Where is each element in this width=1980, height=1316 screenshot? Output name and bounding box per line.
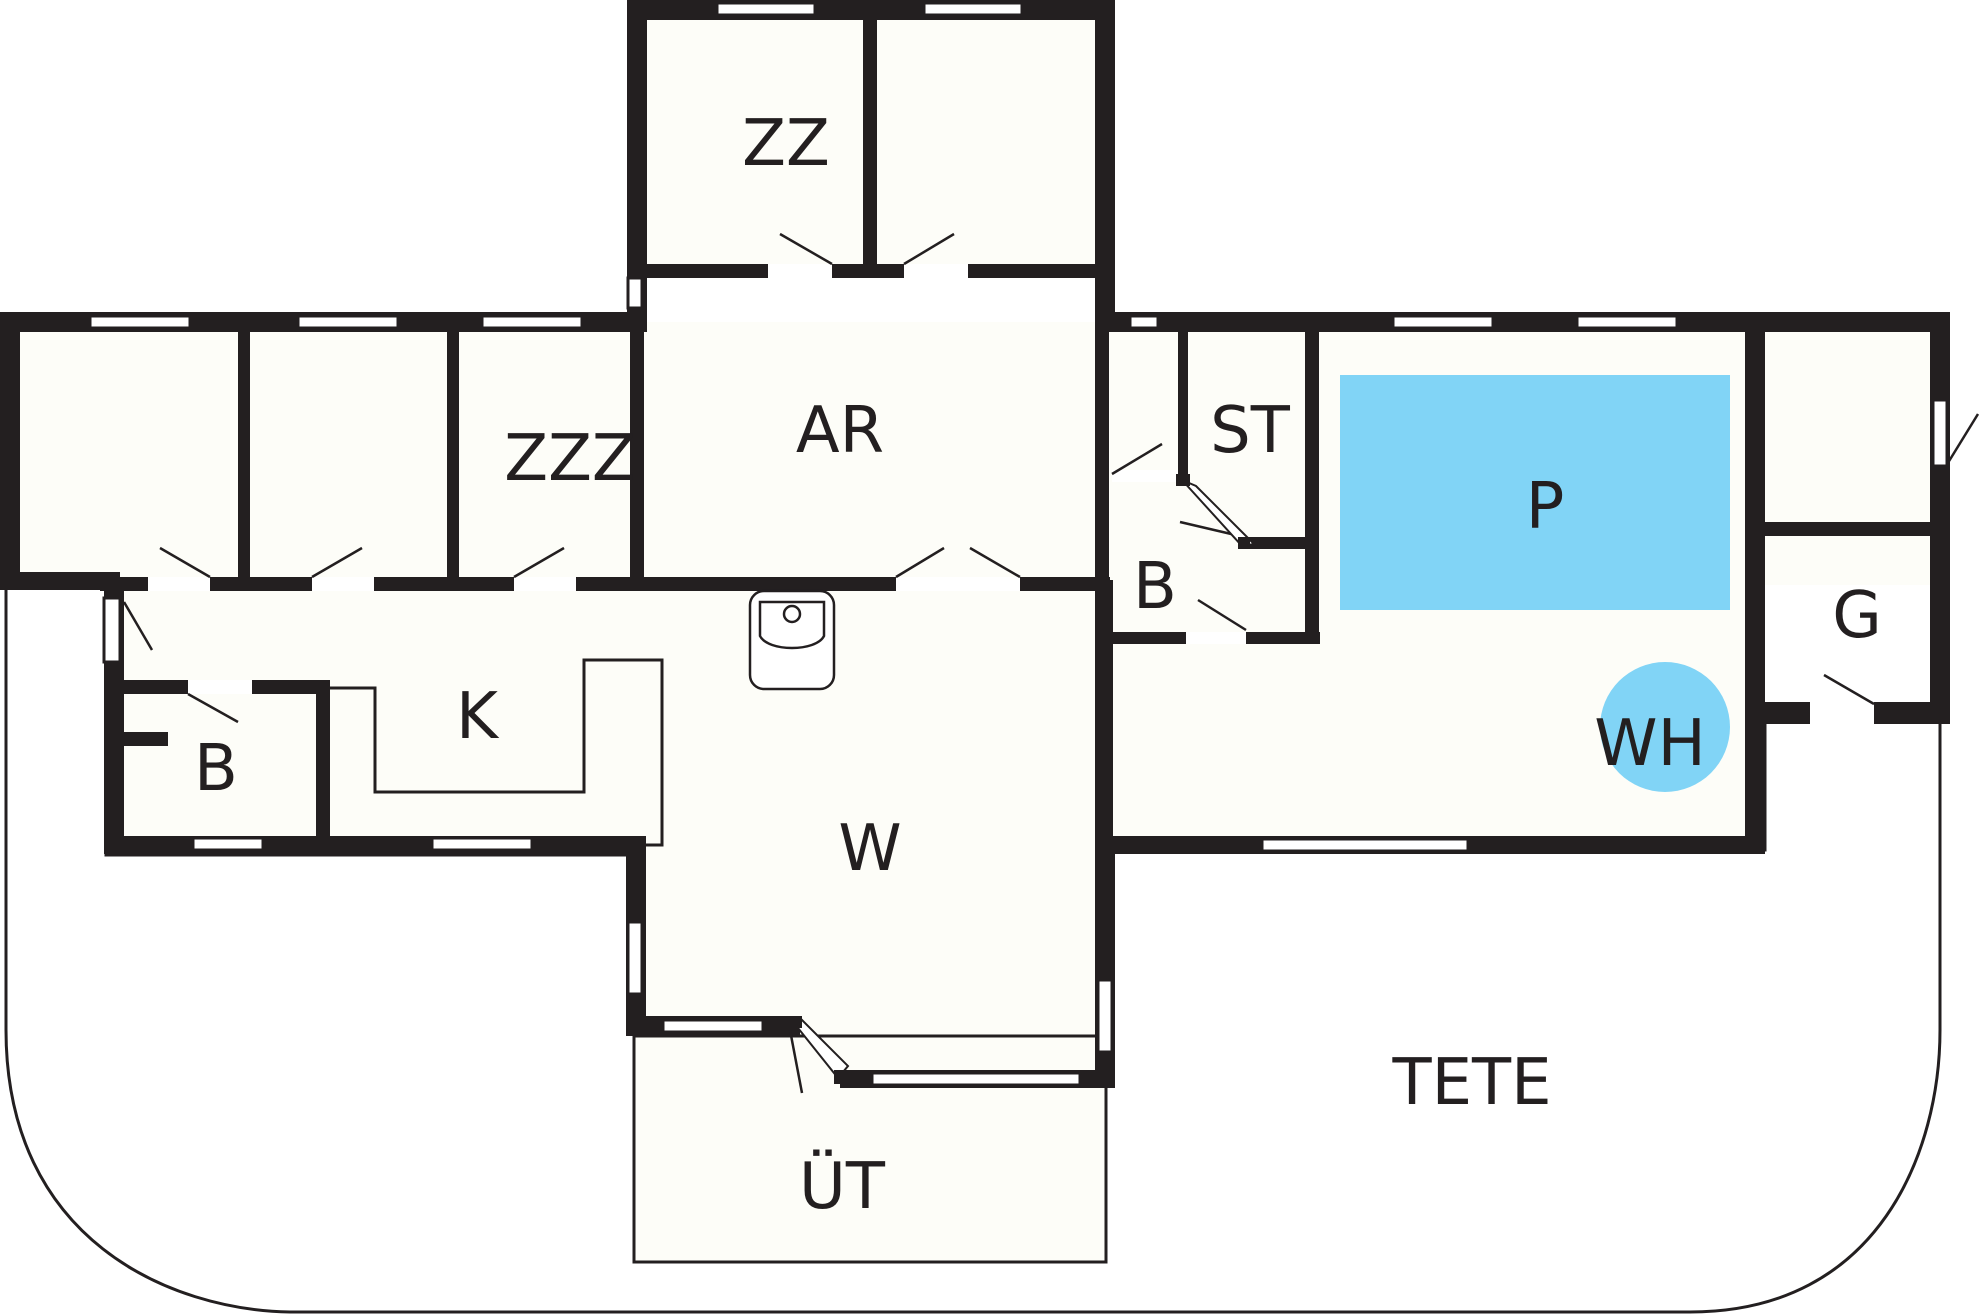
washbasin-icon	[748, 589, 836, 691]
room-label-b-right: B	[1133, 550, 1177, 624]
room-label-wh: WH	[1594, 707, 1705, 781]
doors	[122, 232, 1980, 1094]
room-label-g: G	[1832, 579, 1882, 653]
room-label-ar: AR	[796, 394, 884, 468]
room-label-ut: ÜT	[799, 1149, 886, 1224]
windows	[88, 1, 1949, 1087]
whirlpool	[1600, 662, 1730, 792]
terrace-outline	[4, 578, 1942, 1314]
room-label-w: W	[838, 812, 901, 886]
pool	[1340, 375, 1730, 610]
room-label-k: K	[456, 680, 500, 754]
room-label-zz: ZZ	[742, 107, 830, 181]
room-label-b-left: B	[194, 732, 238, 806]
entrance-porch-outline	[632, 1034, 1108, 1264]
kitchen-counter	[330, 658, 664, 847]
room-labels: ZZ ZZZ AR ST P B G WH K B W ÜT TETE	[194, 107, 1882, 1224]
room-label-p: P	[1526, 470, 1565, 544]
room-label-tete: TETE	[1391, 1046, 1551, 1120]
room-label-st: ST	[1210, 394, 1291, 468]
room-label-zzz: ZZZ	[504, 422, 636, 496]
